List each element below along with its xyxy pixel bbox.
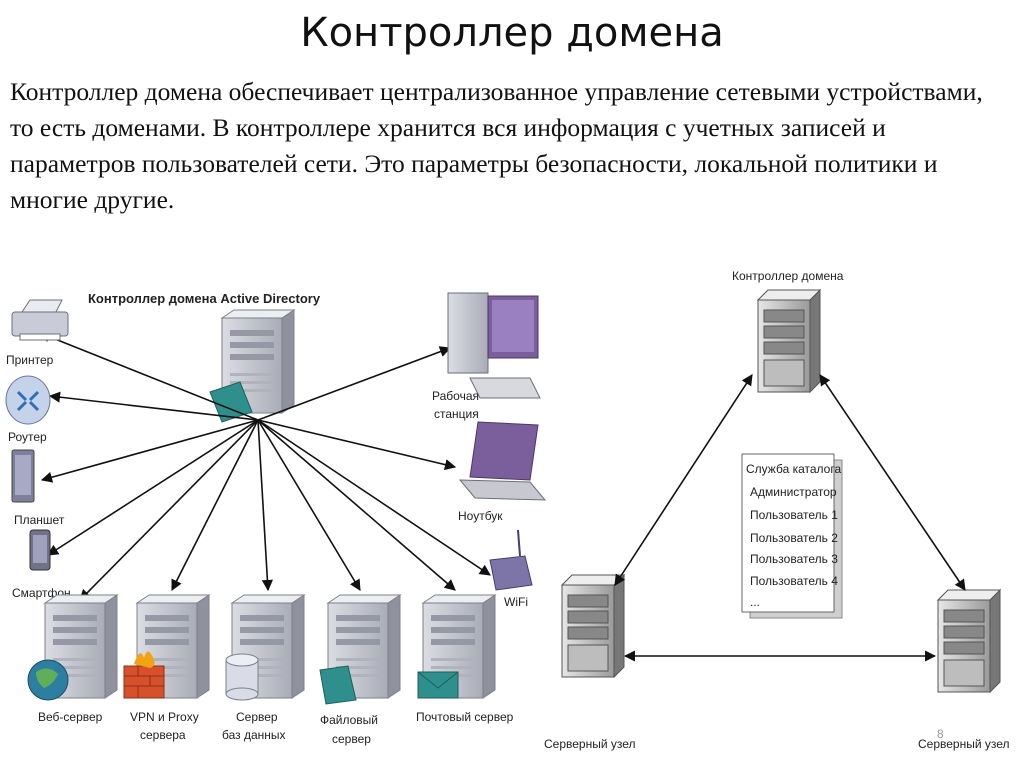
ad-controller-server-icon xyxy=(209,309,295,423)
vpn-label-2: сервера xyxy=(140,728,186,742)
smartphone-icon xyxy=(29,529,51,571)
router-label: Роутер xyxy=(8,430,47,444)
domain-controller-label: Контроллер домена xyxy=(732,269,844,283)
file-label-2: сервер xyxy=(332,732,371,746)
server-node-left-icon xyxy=(561,574,625,678)
catalog-item: Пользователь 4 xyxy=(750,574,838,588)
workstation-label-1: Рабочая xyxy=(432,389,479,403)
printer-label: Принтер xyxy=(6,353,54,367)
mail-server-label: Почтовый сервер xyxy=(416,710,514,724)
file-label-1: Файловый xyxy=(320,713,378,727)
catalog-item: Пользователь 3 xyxy=(750,552,838,566)
server-node-left-label: Серверный узел xyxy=(544,737,636,751)
workstation-label-2: станция xyxy=(434,407,479,421)
ad-connection-arrows xyxy=(38,331,491,601)
catalog-item: ... xyxy=(750,595,760,609)
tablet-label: Планшет xyxy=(14,513,65,527)
catalog-item: Пользователь 1 xyxy=(750,508,838,522)
db-label-2: баз данных xyxy=(222,728,286,742)
workstation-icon xyxy=(447,292,541,399)
page-number: 8 xyxy=(937,727,944,741)
domain-controller-server-icon xyxy=(757,289,821,393)
web-server-icon xyxy=(27,594,118,701)
web-server-label: Веб-сервер xyxy=(38,710,103,724)
slide-paragraph: Контроллер домена обеспечивает централиз… xyxy=(10,77,983,214)
file-server-icon xyxy=(319,594,401,705)
laptop-label: Ноутбук xyxy=(458,509,503,523)
laptop-icon xyxy=(458,421,547,501)
slide-title: Контроллер домена xyxy=(300,10,724,56)
catalog-item: Администратор xyxy=(750,485,837,499)
catalog-title: Служба каталога xyxy=(746,462,841,476)
server-node-right-label: Серверный узел xyxy=(918,737,1010,751)
ad-diagram-title: Контроллер домена Active Directory xyxy=(88,291,321,306)
wifi-label: WiFi xyxy=(504,595,528,609)
mail-server-icon xyxy=(417,594,496,699)
db-label-1: Сервер xyxy=(236,710,278,724)
tablet-icon xyxy=(11,449,35,503)
vpn-proxy-server-icon xyxy=(123,594,210,699)
catalog-item: Пользователь 2 xyxy=(750,531,838,545)
vpn-label-1: VPN и Proxy xyxy=(130,710,199,724)
database-server-icon xyxy=(225,594,305,701)
printer-icon xyxy=(11,299,69,341)
triangle-arrows xyxy=(614,374,966,662)
directory-catalog-card: Служба каталога Администратор Пользовате… xyxy=(741,453,843,619)
router-icon xyxy=(5,375,51,425)
server-node-right-icon xyxy=(937,589,1001,693)
wifi-icon xyxy=(489,529,533,591)
